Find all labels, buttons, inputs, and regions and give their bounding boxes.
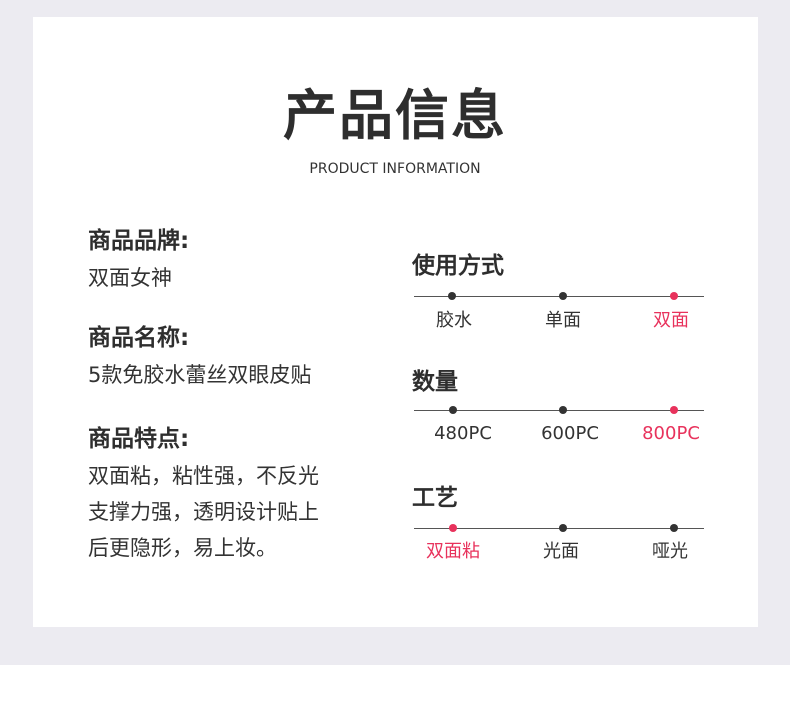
features-line-3: 后更隐形，易上妆。 (88, 536, 277, 560)
quantity-option-dot-1[interactable] (559, 406, 567, 414)
features-line-2: 支撑力强，透明设计贴上 (88, 500, 319, 524)
usage-option-1[interactable]: 单面 (545, 310, 581, 331)
craft-option-dot-2[interactable] (670, 524, 678, 532)
brand-value: 双面女神 (88, 266, 172, 290)
quantity-option-0[interactable]: 480PC (434, 423, 492, 444)
info-card (33, 17, 758, 627)
usage-option-dot-1[interactable] (559, 292, 567, 300)
page-subtitle: PRODUCT INFORMATION (309, 161, 481, 177)
quantity-title: 数量 (412, 369, 458, 395)
brand-label: 商品品牌: (88, 228, 190, 254)
craft-option-2[interactable]: 哑光 (652, 541, 688, 562)
usage-option-0[interactable]: 胶水 (436, 310, 472, 331)
usage-option-2[interactable]: 双面 (653, 310, 689, 331)
quantity-option-2[interactable]: 800PC (642, 423, 700, 444)
features-line-1: 双面粘，粘性强，不反光 (88, 464, 319, 488)
features-label: 商品特点: (88, 426, 190, 452)
usage-title: 使用方式 (412, 253, 504, 279)
quantity-option-1[interactable]: 600PC (541, 423, 599, 444)
craft-option-dot-0[interactable] (449, 524, 457, 532)
product-name-value: 5款免胶水蕾丝双眼皮贴 (88, 363, 312, 387)
quantity-option-dot-2[interactable] (670, 406, 678, 414)
product-name-label: 商品名称: (88, 325, 190, 351)
craft-option-dot-1[interactable] (559, 524, 567, 532)
usage-option-dot-0[interactable] (448, 292, 456, 300)
usage-option-dot-2[interactable] (670, 292, 678, 300)
craft-option-0[interactable]: 双面粘 (426, 541, 480, 562)
craft-title: 工艺 (412, 485, 458, 511)
quantity-option-dot-0[interactable] (449, 406, 457, 414)
craft-option-1[interactable]: 光面 (543, 541, 579, 562)
page-title: 产品信息 (283, 84, 507, 147)
